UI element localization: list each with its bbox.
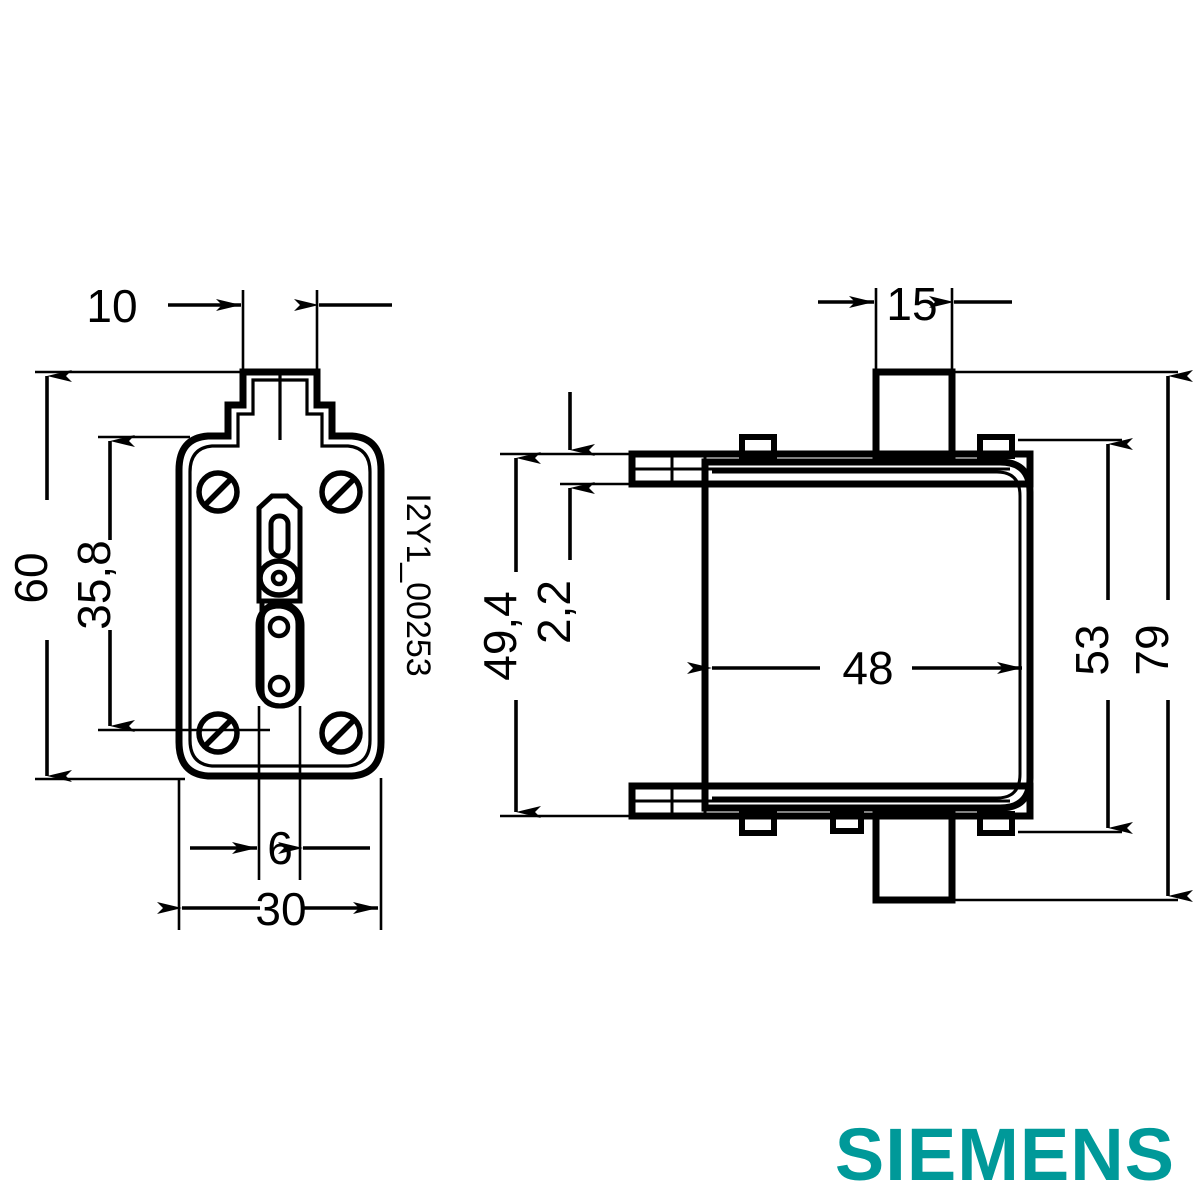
screw-top-right <box>319 470 363 514</box>
side-view-dimension-arrows <box>45 299 392 914</box>
dimension-label-30: 30 <box>255 883 306 935</box>
dimension-label-6: 6 <box>267 822 293 874</box>
dimension-label-48: 48 <box>842 642 893 694</box>
dimension-label-60: 60 <box>5 552 57 603</box>
drawing-id-label: I2Y1_00253 <box>399 493 437 676</box>
side-view-screws <box>196 470 363 755</box>
dimension-label-53: 53 <box>1066 624 1118 675</box>
screw-top-left <box>196 470 240 514</box>
front-view-top-blade <box>628 450 1034 488</box>
front-view-bottom-handle <box>872 808 956 904</box>
dimension-label-79: 79 <box>1126 624 1178 675</box>
front-view-body-inner <box>712 470 1022 800</box>
screw-bottom-left <box>196 711 240 755</box>
dimension-label-35-8: 35,8 <box>68 540 120 630</box>
dimension-label-10: 10 <box>86 280 137 332</box>
side-view-striker-assembly <box>255 493 305 709</box>
side-view-inner-outline <box>188 378 372 768</box>
front-view-top-lugs <box>739 434 1015 459</box>
front-view-bottom-lugs <box>739 811 1015 836</box>
side-view-group: 10 60 35,8 6 30 I2Y1_00253 <box>5 280 437 935</box>
front-view-top-handle <box>872 368 956 464</box>
screw-bottom-right <box>319 711 363 755</box>
front-view-group: 15 49,4 2,2 48 53 79 <box>474 278 1193 904</box>
dimension-label-49-4: 49,4 <box>474 591 526 681</box>
dimension-label-2-2: 2,2 <box>528 580 580 644</box>
front-view-dimension-arrows <box>514 296 1193 902</box>
side-view-body-outline <box>175 368 385 780</box>
front-view-body <box>701 458 1034 812</box>
dimension-label-15: 15 <box>886 278 937 330</box>
siemens-logo: SIEMENS <box>835 1113 1175 1196</box>
